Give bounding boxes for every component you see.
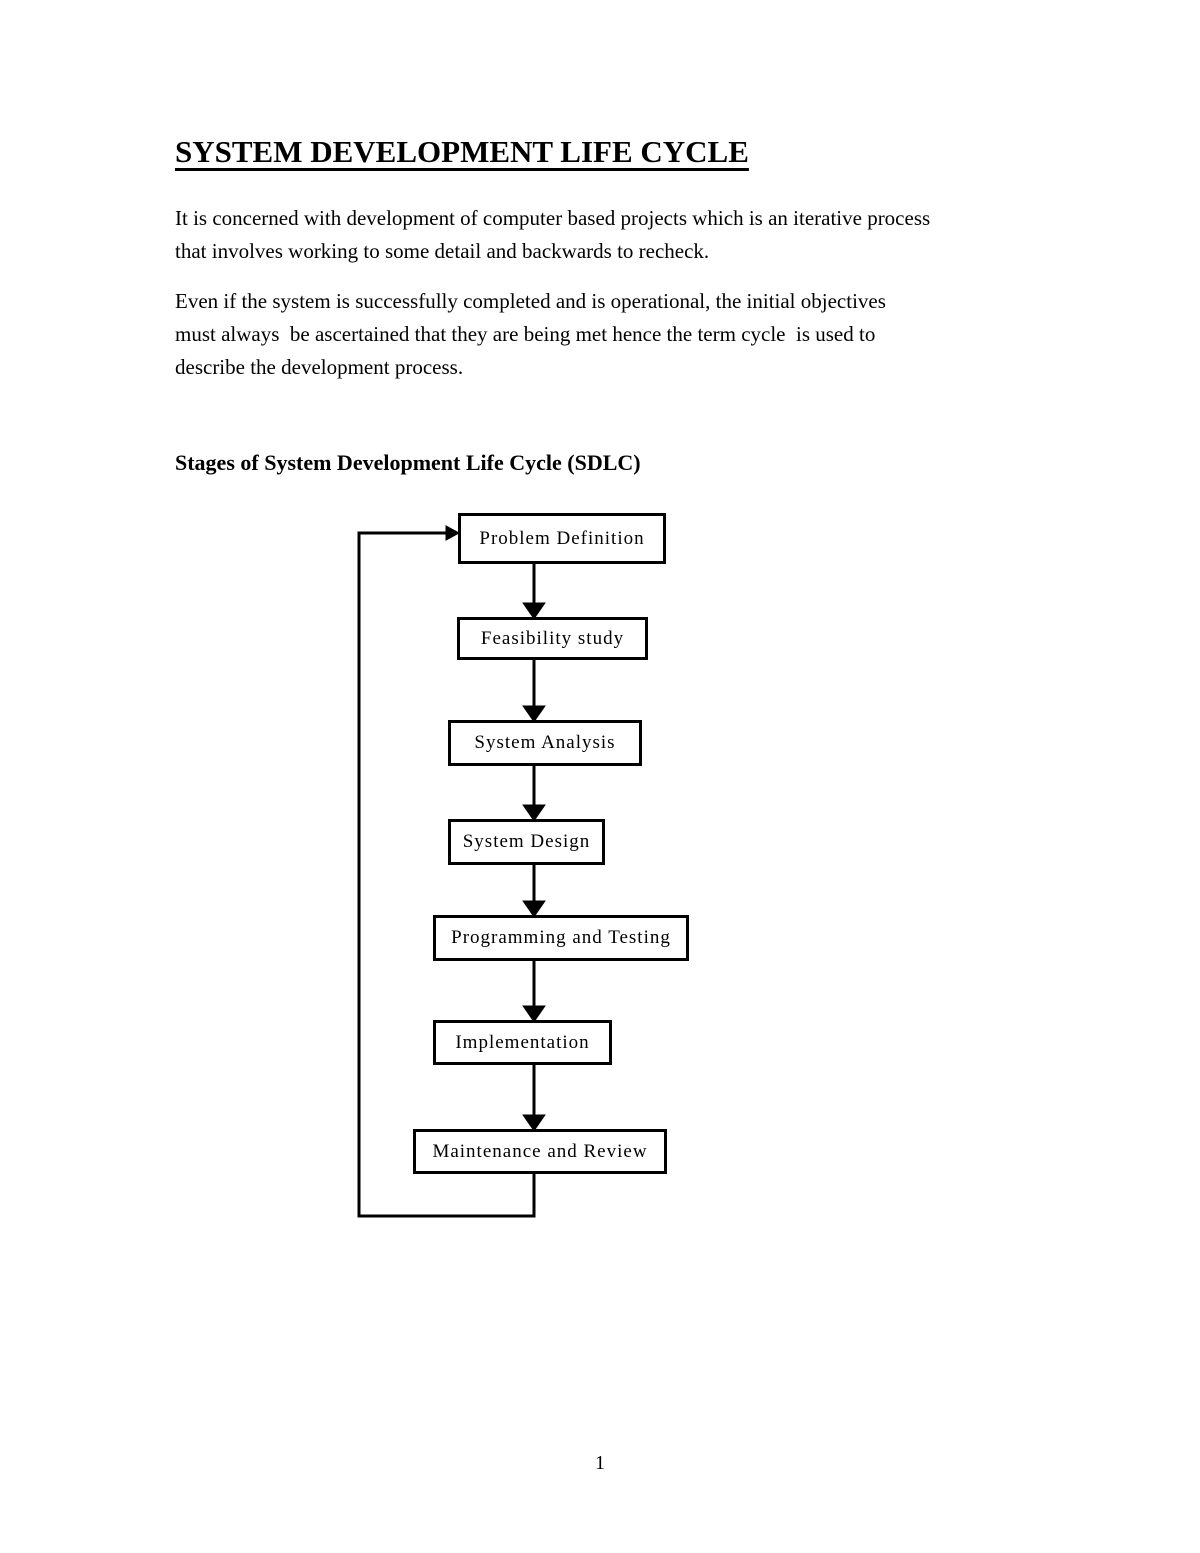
page-number: 1 bbox=[595, 1452, 605, 1474]
stage-label: Programming and Testing bbox=[451, 927, 671, 948]
flowchart-stage-maintenance-and-review: Maintenance and Review bbox=[413, 1129, 667, 1174]
arrowhead-design bbox=[522, 804, 546, 822]
intro-paragraph: It is concerned with development of comp… bbox=[175, 206, 931, 263]
arrowhead-feasibility bbox=[522, 602, 546, 620]
section-heading-sdlc-stages: Stages of System Development Life Cycle … bbox=[175, 450, 641, 475]
stage-label: Problem Definition bbox=[479, 527, 645, 549]
arrowhead-analysis bbox=[522, 705, 546, 723]
stage-label: System Design bbox=[462, 831, 591, 852]
flowchart-stage-problem-definition: Problem Definition bbox=[458, 513, 666, 564]
document-title: SYSTEM DEVELOPMENT LIFE CYCLE bbox=[175, 134, 749, 169]
flowchart-stage-programming-and-testing: Programming and Testing bbox=[433, 915, 689, 961]
flowchart-stage-system-analysis: System Analysis bbox=[448, 720, 642, 766]
cycle-explanation-paragraph: Even if the system is successfully compl… bbox=[175, 289, 886, 379]
arrowhead-implementation bbox=[522, 1005, 546, 1023]
stage-label: Implementation bbox=[455, 1031, 590, 1053]
flowchart-stage-implementation: Implementation bbox=[433, 1020, 612, 1065]
stage-label: System Analysis bbox=[474, 732, 616, 753]
flowchart-stage-feasibility-study: Feasibility study bbox=[457, 617, 648, 660]
arrowhead-maintenance bbox=[522, 1114, 546, 1132]
stage-label: Maintenance and Review bbox=[432, 1140, 648, 1162]
flowchart-stage-system-design: System Design bbox=[448, 819, 605, 865]
arrowhead-programming bbox=[522, 900, 546, 918]
stage-label: Feasibility study bbox=[480, 627, 625, 649]
